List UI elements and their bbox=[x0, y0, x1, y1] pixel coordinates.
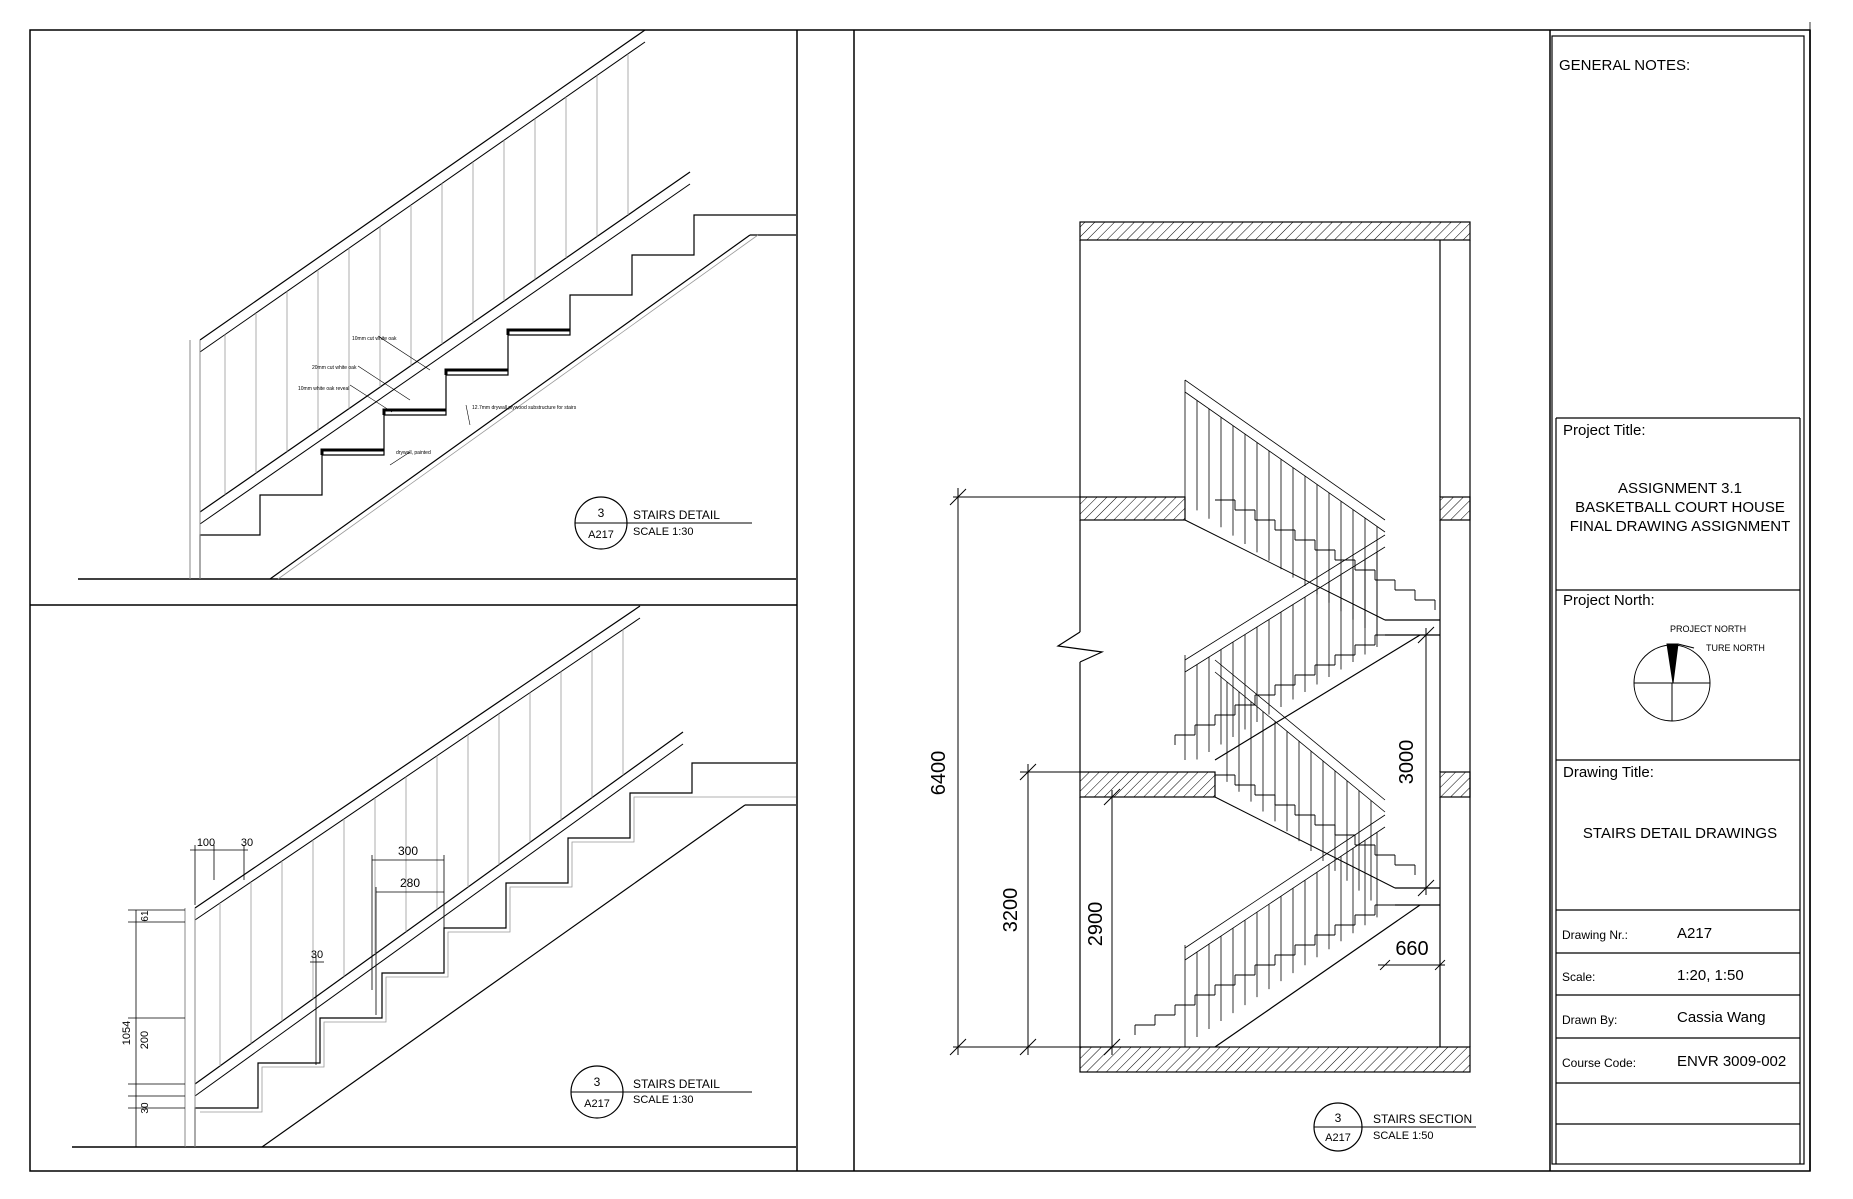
dim-3200: 3200 bbox=[1000, 888, 1022, 933]
handrail bbox=[1184, 534, 1386, 661]
title-block-frame bbox=[1551, 35, 1805, 1165]
bubble-sheet-top: A217 bbox=[588, 529, 614, 541]
handrail bbox=[1214, 659, 1386, 801]
bubble-sheet-section: A217 bbox=[1325, 1132, 1351, 1144]
note-drywall-painted: drywall, painted bbox=[396, 450, 431, 456]
handrail bbox=[1214, 671, 1386, 813]
drawing-nr-value: A217 bbox=[1677, 925, 1713, 942]
drawing-nr-label: Drawing Nr.: bbox=[1562, 928, 1629, 942]
stairs-detail-top bbox=[78, 29, 796, 580]
note-20mm-cut-white-oak: 20mm cut white oak bbox=[312, 365, 357, 371]
course-code-value: ENVR 3009-002 bbox=[1677, 1053, 1787, 1070]
handrail bbox=[1184, 814, 1386, 949]
drawn-by-value: Cassia Wang bbox=[1677, 1009, 1766, 1026]
drawing-title: STAIRS DETAIL DRAWINGS bbox=[1582, 825, 1778, 842]
handrail bbox=[1184, 826, 1386, 961]
north-arrow-symbol bbox=[1633, 643, 1711, 722]
project-title-line-3: FINAL DRAWING ASSIGNMENT bbox=[1569, 518, 1791, 535]
note-plywood-substructure: 12.7mm drywall plywood substructure for … bbox=[472, 405, 577, 411]
dim-3000: 3000 bbox=[1396, 740, 1418, 785]
handrail bbox=[1184, 546, 1386, 673]
scale-value: 1:20, 1:50 bbox=[1677, 967, 1744, 984]
bubble-number-bottom: 3 bbox=[594, 1075, 601, 1089]
stairs-section bbox=[949, 221, 1476, 1152]
project-north-label: Project North: bbox=[1563, 592, 1655, 609]
view-scale-top: SCALE 1:30 bbox=[633, 526, 694, 538]
note-10mm-reveal: 10mm white oak reveal bbox=[298, 386, 349, 392]
bubble-sheet-bottom: A217 bbox=[584, 1098, 610, 1110]
dim-30-top: 30 bbox=[241, 837, 253, 849]
dim-100: 100 bbox=[197, 837, 215, 849]
bubble-number-top: 3 bbox=[598, 506, 605, 520]
view-scale-bottom: SCALE 1:30 bbox=[633, 1094, 694, 1106]
stairs-detail-bottom bbox=[72, 605, 796, 1148]
course-code-label: Course Code: bbox=[1562, 1056, 1637, 1070]
project-title-line-2: BASKETBALL COURT HOUSE bbox=[1575, 499, 1785, 516]
dim-660: 660 bbox=[1395, 938, 1428, 960]
view-title-bottom: STAIRS DETAIL bbox=[633, 1077, 720, 1091]
dim-30-base: 30 bbox=[140, 1102, 151, 1114]
drawn-by-label: Drawn By: bbox=[1562, 1013, 1618, 1027]
general-notes-label: GENERAL NOTES: bbox=[1559, 57, 1691, 74]
note-10mm-cut-white-oak: 10mm cut white oak bbox=[352, 336, 397, 342]
dim-300: 300 bbox=[398, 844, 418, 858]
dim-30-tread: 30 bbox=[311, 949, 323, 961]
dim-6400: 6400 bbox=[928, 751, 950, 796]
handrail bbox=[1184, 391, 1386, 533]
true-north-text: TURE NORTH bbox=[1706, 643, 1765, 653]
bubble-number-section: 3 bbox=[1335, 1111, 1342, 1125]
scale-label: Scale: bbox=[1562, 970, 1596, 984]
dim-2900: 2900 bbox=[1085, 902, 1107, 947]
view-title-section: STAIRS SECTION bbox=[1373, 1112, 1472, 1126]
project-title-label: Project Title: bbox=[1563, 422, 1646, 439]
view-title-top: STAIRS DETAIL bbox=[633, 508, 720, 522]
view-scale-section: SCALE 1:50 bbox=[1373, 1130, 1434, 1142]
handrail bbox=[1184, 379, 1386, 521]
dim-1054: 1054 bbox=[121, 1021, 133, 1045]
dim-280: 280 bbox=[400, 876, 420, 890]
project-title-line-1: ASSIGNMENT 3.1 bbox=[1618, 480, 1742, 497]
project-north-text: PROJECT NORTH bbox=[1670, 624, 1747, 634]
drawing-title-label: Drawing Title: bbox=[1563, 764, 1654, 781]
sheet-frame bbox=[29, 22, 1811, 1172]
dim-61: 61 bbox=[140, 910, 151, 922]
dim-200: 200 bbox=[139, 1031, 151, 1049]
